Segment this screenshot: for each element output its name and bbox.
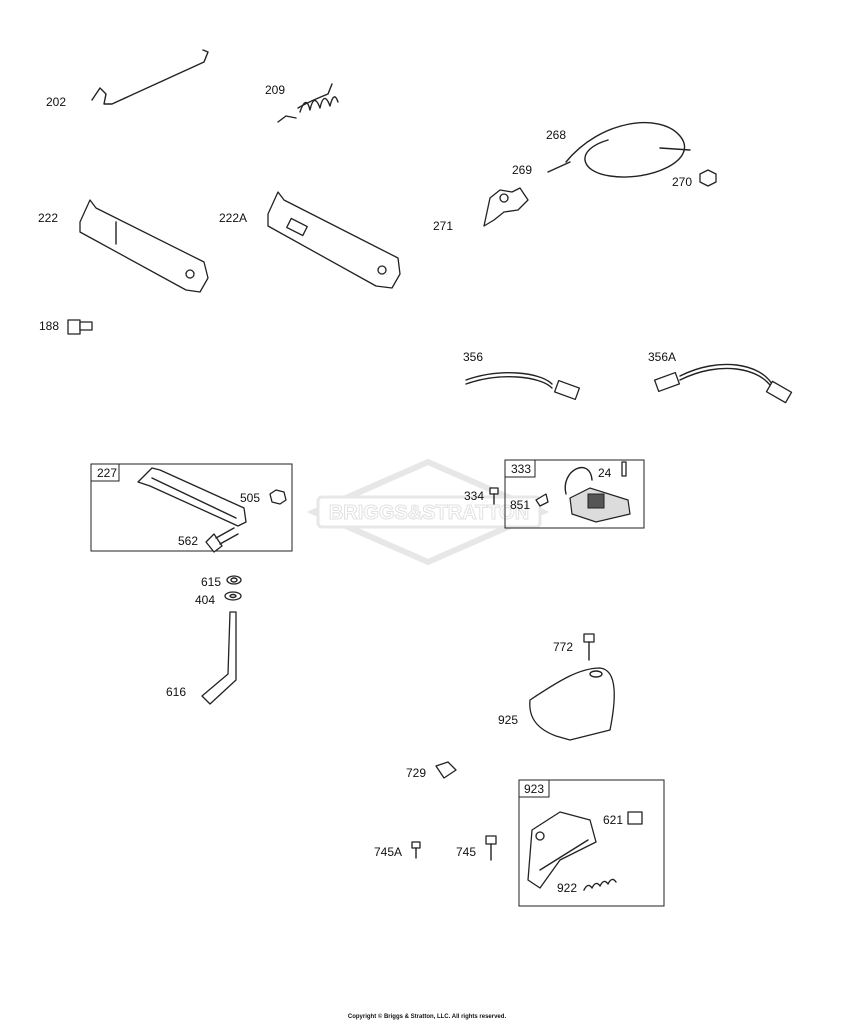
label-729: 729 — [406, 766, 426, 780]
label-222: 222 — [38, 211, 58, 225]
part-270-nut[interactable] — [699, 169, 717, 187]
part-209-spring[interactable] — [277, 83, 339, 123]
kit-923-tag — [518, 779, 550, 798]
part-227-lever[interactable] — [137, 467, 247, 527]
part-356a-wire[interactable] — [653, 363, 793, 404]
label-209: 209 — [265, 83, 285, 97]
part-356-wire[interactable] — [465, 372, 581, 401]
label-227: 227 — [97, 466, 117, 480]
part-729-clip[interactable] — [435, 761, 457, 779]
label-615: 615 — [201, 575, 221, 589]
label-334: 334 — [464, 489, 484, 503]
label-333: 333 — [511, 462, 531, 476]
label-621: 621 — [603, 813, 623, 827]
label-269: 269 — [512, 163, 532, 177]
kit-333-box — [504, 459, 645, 529]
part-621-clip[interactable] — [627, 811, 643, 825]
part-772-screw[interactable] — [583, 633, 595, 661]
watermark-logo: BRIGGS&STRATTON — [306, 458, 550, 566]
part-562-screw[interactable] — [205, 527, 239, 553]
label-24: 24 — [598, 466, 612, 480]
label-922: 922 — [557, 881, 577, 895]
part-268-cable[interactable] — [547, 121, 691, 178]
part-271-bracket[interactable] — [483, 187, 529, 227]
watermark-text: BRIGGS&STRATTON — [329, 502, 529, 524]
part-616-shaft[interactable] — [201, 611, 237, 705]
label-772: 772 — [553, 640, 573, 654]
label-505: 505 — [240, 491, 260, 505]
label-745: 745 — [456, 845, 476, 859]
part-334-screw[interactable] — [489, 487, 499, 505]
part-24-pin[interactable] — [621, 461, 627, 477]
part-925-cover[interactable] — [529, 667, 615, 741]
part-404-washer[interactable] — [224, 591, 242, 601]
part-922-spring[interactable] — [583, 878, 617, 891]
part-745a-screw[interactable] — [411, 841, 421, 859]
kit-923-box — [518, 779, 665, 907]
part-745-screw[interactable] — [485, 835, 497, 861]
label-616: 616 — [166, 685, 186, 699]
label-851: 851 — [510, 498, 530, 512]
copyright-notice: Copyright © Briggs & Stratton, LLC. All … — [347, 1014, 507, 1020]
label-925: 925 — [498, 713, 518, 727]
part-222a-plate[interactable] — [267, 191, 401, 289]
part-188-screw[interactable] — [67, 319, 93, 335]
label-745a: 745A — [374, 845, 402, 859]
label-270: 270 — [672, 175, 692, 189]
part-615-washer[interactable] — [226, 575, 242, 585]
label-356a: 356A — [648, 350, 676, 364]
part-222-plate[interactable] — [79, 199, 209, 293]
part-851-clip[interactable] — [535, 493, 549, 507]
part-202-link[interactable] — [91, 49, 209, 105]
label-271: 271 — [433, 219, 453, 233]
kit-227-tag — [90, 463, 120, 482]
part-923-governor-assembly[interactable] — [527, 811, 597, 889]
label-268: 268 — [546, 128, 566, 142]
part-505-nut[interactable] — [269, 489, 287, 505]
label-222a: 222A — [219, 211, 247, 225]
label-404: 404 — [195, 593, 215, 607]
label-923: 923 — [524, 782, 544, 796]
label-356: 356 — [463, 350, 483, 364]
kit-227-box — [90, 463, 293, 552]
kit-333-tag — [504, 459, 536, 478]
label-188: 188 — [39, 319, 59, 333]
part-333-ignition-coil[interactable] — [564, 466, 631, 523]
label-202: 202 — [46, 95, 66, 109]
label-562: 562 — [178, 534, 198, 548]
